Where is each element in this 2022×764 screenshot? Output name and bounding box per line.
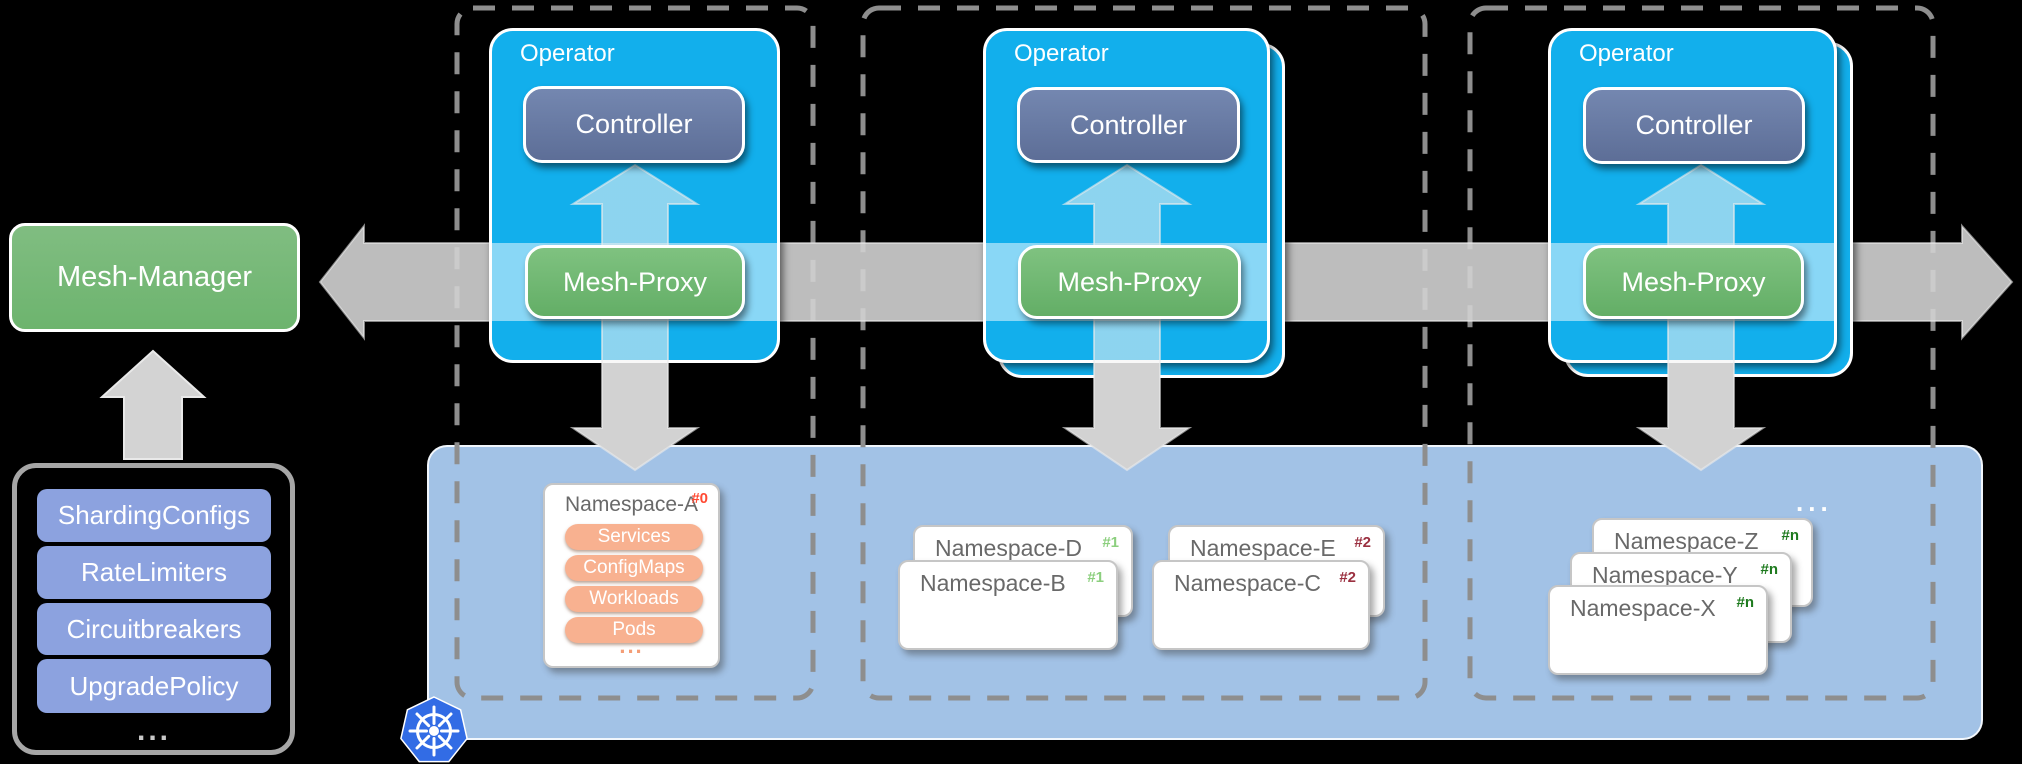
configs-to-manager-arrow xyxy=(99,349,207,460)
shard-badge: #n xyxy=(1760,561,1778,578)
more-namespaces-ellipsis: ... xyxy=(1796,487,1833,517)
more-configs-ellipsis: ... xyxy=(136,714,171,747)
namespace-card: Namespace-C #2 xyxy=(1152,560,1370,650)
namespace-card: Namespace-B #1 xyxy=(898,560,1118,650)
namespace-title: Namespace-C xyxy=(1174,570,1321,596)
mesh-proxy-box: Mesh-Proxy xyxy=(525,245,745,319)
mesh-manager-box: Mesh-Manager xyxy=(9,223,300,332)
operator-label: Operator xyxy=(520,40,615,67)
namespace-title: Namespace-E xyxy=(1190,535,1336,561)
controller-box: Controller xyxy=(523,86,745,163)
shard-badge: #n xyxy=(1781,527,1799,544)
shard-badge: #0 xyxy=(691,490,708,507)
config-item: ShardingConfigs xyxy=(37,489,271,542)
shard-badge: #n xyxy=(1736,594,1754,611)
namespace-title: Namespace-D xyxy=(935,535,1082,561)
more-resources-ellipsis: ... xyxy=(619,633,644,658)
sharding-config-box xyxy=(12,463,295,755)
shard-badge: #1 xyxy=(1102,534,1119,551)
mesh-proxy-box: Mesh-Proxy xyxy=(1018,245,1241,319)
namespace-title: Namespace-Z xyxy=(1614,528,1759,554)
config-item: UpgradePolicy xyxy=(37,659,271,713)
operator-label: Operator xyxy=(1579,40,1674,67)
config-item: Circuitbreakers xyxy=(37,603,271,655)
controller-box: Controller xyxy=(1017,87,1240,163)
resource-pill: ConfigMaps xyxy=(565,555,703,581)
resource-pill: Services xyxy=(565,524,703,550)
shard-badge: #2 xyxy=(1339,569,1356,586)
mesh-proxy-box: Mesh-Proxy xyxy=(1583,245,1804,319)
namespace-title: Namespace-X xyxy=(1570,595,1716,621)
config-item: RateLimiters xyxy=(37,546,271,599)
kubernetes-logo-icon xyxy=(400,696,468,763)
namespace-card-detailed: Namespace-A #0 Services ConfigMaps Workl… xyxy=(543,483,720,668)
namespace-card: Namespace-X #n xyxy=(1548,585,1768,675)
shard-badge: #2 xyxy=(1354,534,1371,551)
controller-box: Controller xyxy=(1583,87,1805,164)
operator-label: Operator xyxy=(1014,40,1109,67)
resource-pill: Workloads xyxy=(565,586,703,612)
namespace-title: Namespace-B xyxy=(920,570,1066,596)
shard-badge: #1 xyxy=(1087,569,1104,586)
